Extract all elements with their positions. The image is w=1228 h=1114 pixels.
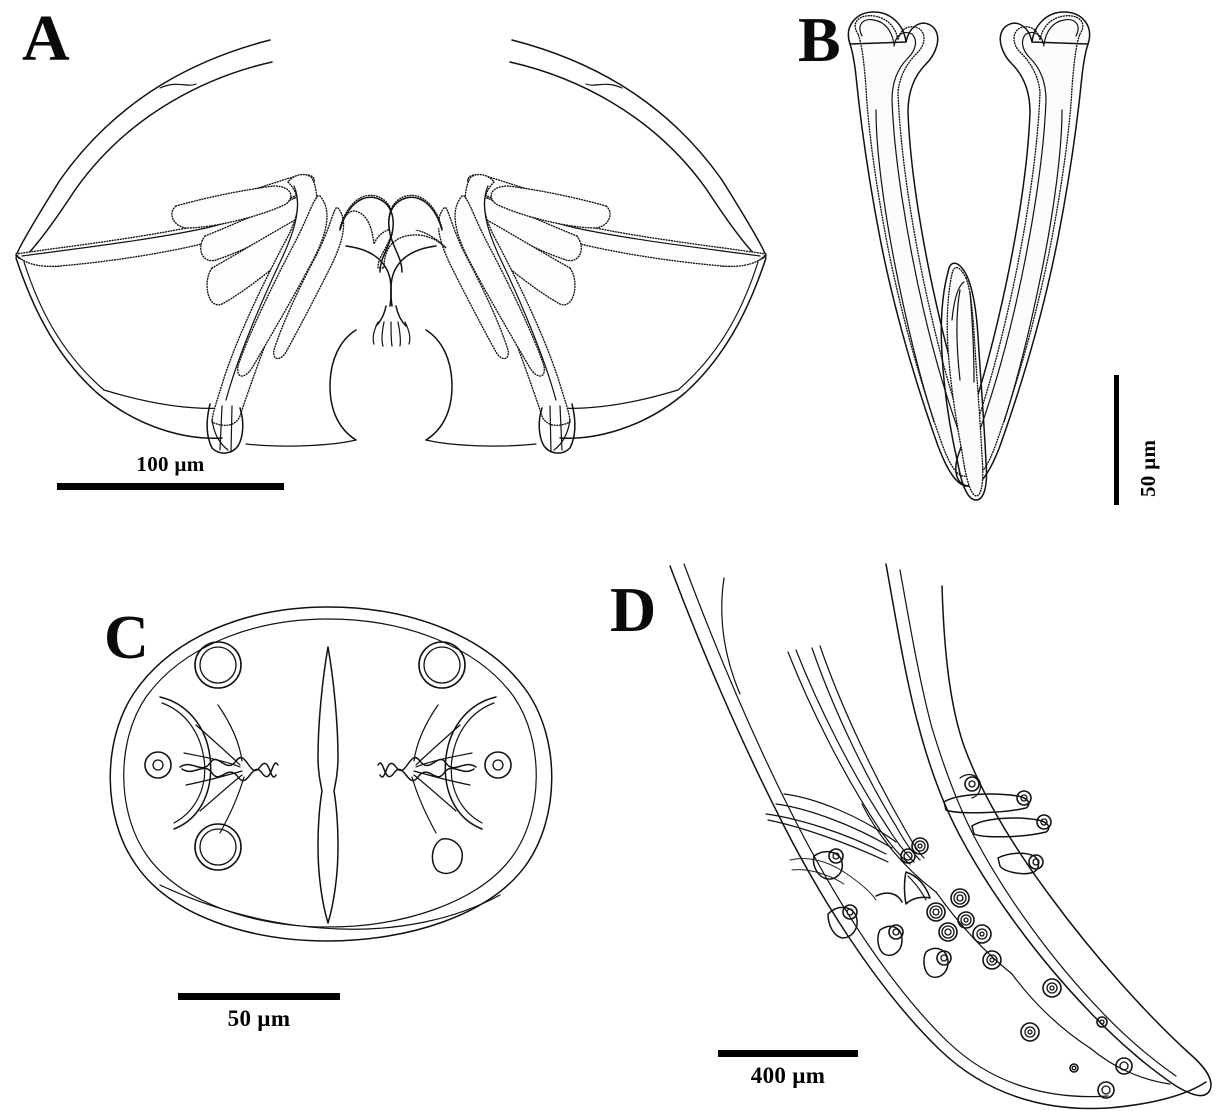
panel-b-scalebar: 50 µm <box>1114 375 1160 505</box>
papilla-lower-right <box>431 838 463 875</box>
panel-d: D <box>600 560 1228 1114</box>
panel-a: A <box>0 0 790 520</box>
panel-c-scalebar-bar <box>178 993 340 1000</box>
panel-b-scalebar-label: 50 µm <box>1136 439 1160 497</box>
head-outline <box>109 606 553 942</box>
panel-c-scalebar: 50 µm <box>178 993 340 1032</box>
tail-body-outline <box>669 563 1212 1110</box>
papilla <box>972 924 992 944</box>
panel-c: C <box>90 585 600 1055</box>
panel-c-letter: C <box>104 604 149 672</box>
panel-d-drawing <box>669 563 1212 1110</box>
panel-d-scalebar-label: 400 µm <box>750 1063 826 1088</box>
bursa-ventral-margin <box>245 329 537 447</box>
panel-b-letter: B <box>798 4 841 75</box>
cephalic-papillae <box>194 641 466 875</box>
bursa-right-rays <box>437 173 767 454</box>
cloacal-region <box>875 871 931 905</box>
amphid-pore-left <box>144 751 172 779</box>
cloacal-papillae-cluster <box>900 837 975 942</box>
papilla <box>900 848 916 864</box>
papilla <box>982 950 1002 970</box>
spicule-right <box>955 11 1091 487</box>
pedunculate-papillae <box>812 773 1052 978</box>
panel-d-scalebar-bar <box>718 1050 858 1057</box>
panel-d-scalebar: 400 µm <box>718 1050 858 1089</box>
sensory-branches-right <box>377 704 477 834</box>
bursa-left-rays <box>15 173 345 454</box>
bursa-dorsal-ray <box>339 194 447 347</box>
panel-a-scalebar-bar <box>57 483 284 490</box>
papilla <box>938 922 958 942</box>
panel-b-scalebar-bar <box>1114 375 1119 505</box>
panel-d-letter: D <box>610 574 657 645</box>
panel-a-letter: A <box>22 2 70 75</box>
papilla <box>1096 1016 1108 1028</box>
papilla-upper-right <box>418 641 466 689</box>
papilla <box>1115 1057 1133 1075</box>
panel-c-scalebar-label: 50 µm <box>227 1006 291 1031</box>
papilla <box>1020 1022 1040 1042</box>
papilla <box>911 837 929 855</box>
papilla-lower-left <box>194 823 242 871</box>
panel-a-drawing <box>15 39 767 454</box>
papilla <box>1042 978 1062 998</box>
panel-a-scalebar: 100 µm <box>57 452 284 490</box>
amphid-left <box>144 696 212 830</box>
sensory-branches-left <box>179 704 279 834</box>
body-papillae <box>972 924 1133 1099</box>
papilla-upper-left <box>194 641 242 689</box>
amphid-pore-right <box>484 751 512 779</box>
papilla <box>957 911 975 929</box>
panel-b: B <box>780 0 1228 540</box>
papilla <box>950 888 970 908</box>
panel-b-drawing <box>847 11 1091 501</box>
gubernaculum <box>940 262 988 501</box>
panel-a-scalebar-label: 100 µm <box>136 452 205 476</box>
oral-opening <box>317 646 339 924</box>
papilla <box>926 902 946 922</box>
papilla <box>1069 1063 1079 1073</box>
amphid-right <box>444 696 512 830</box>
panel-c-drawing <box>109 606 553 942</box>
papilla <box>1097 1081 1115 1099</box>
